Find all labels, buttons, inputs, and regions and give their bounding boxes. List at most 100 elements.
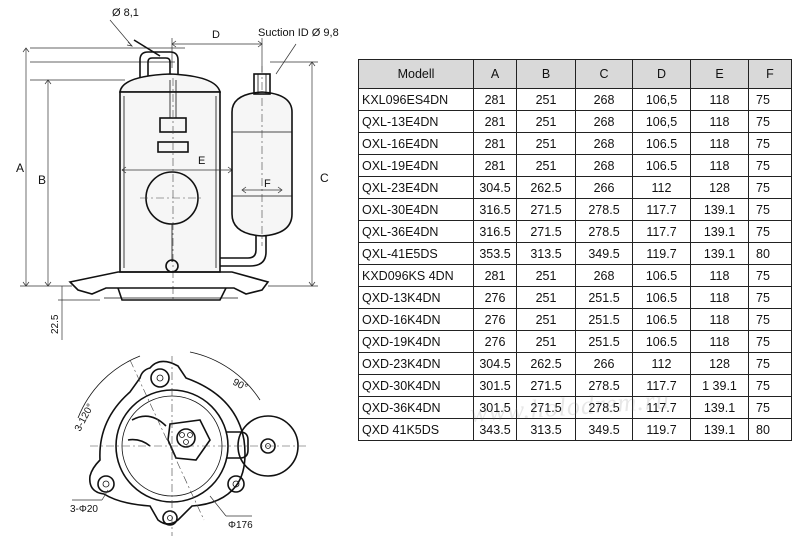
dimension-d-label: D	[212, 29, 220, 41]
cell-value: 251	[516, 154, 576, 177]
cell-value: 278.5	[575, 374, 633, 397]
cell-value: 75	[748, 198, 792, 221]
cell-value: 313.5	[516, 242, 576, 265]
cell-value: 251	[516, 110, 576, 133]
cell-value: 106.5	[632, 264, 691, 287]
cell-model: QXL-41E5DS	[358, 242, 474, 265]
cell-value: 118	[690, 286, 749, 309]
cell-value: 266	[575, 352, 633, 375]
cell-value: 139.1	[690, 396, 749, 419]
body-diameter-label: Φ176	[228, 520, 253, 531]
cell-model: KXL096ES4DN	[358, 88, 474, 111]
cell-value: 271.5	[516, 396, 576, 419]
cell-value: 139.1	[690, 198, 749, 221]
header-model: Modell	[358, 59, 474, 89]
cell-value: 118	[690, 88, 749, 111]
cell-value: 119.7	[632, 242, 691, 265]
cell-value: 281	[473, 132, 517, 155]
cell-value: 349.5	[575, 242, 633, 265]
cell-model: OXL-16E4DN	[358, 132, 474, 155]
cell-value: 139.1	[690, 418, 749, 441]
holes-diameter-label: 3-Φ20	[70, 504, 98, 515]
cell-model: QXD 41K5DS	[358, 418, 474, 441]
cell-value: 119.7	[632, 418, 691, 441]
cell-value: 80	[748, 242, 792, 265]
cell-model: QXL-23E4DN	[358, 176, 474, 199]
cell-value: 268	[575, 264, 633, 287]
cell-value: 266	[575, 176, 633, 199]
dimension-225-label: 22.5	[50, 314, 61, 334]
cell-model: QXD-36K4DN	[358, 396, 474, 419]
dimension-f-label: F	[264, 178, 271, 190]
cell-value: 75	[748, 110, 792, 133]
cell-model: QXL-36E4DN	[358, 220, 474, 243]
cell-value: 106.5	[632, 308, 691, 331]
cell-value: 278.5	[575, 396, 633, 419]
cell-value: 316.5	[473, 198, 517, 221]
dimension-b-label: B	[38, 173, 46, 187]
cell-value: 251	[516, 330, 576, 353]
cell-value: 1 39.1	[690, 374, 749, 397]
cell-value: 316.5	[473, 220, 517, 243]
header-col-d: D	[632, 59, 691, 89]
cell-value: 106.5	[632, 154, 691, 177]
cell-value: 75	[748, 220, 792, 243]
cell-value: 75	[748, 352, 792, 375]
cell-value: 118	[690, 308, 749, 331]
cell-value: 353.5	[473, 242, 517, 265]
cell-value: 112	[632, 176, 691, 199]
cell-value: 75	[748, 374, 792, 397]
cell-value: 276	[473, 330, 517, 353]
cell-value: 251.5	[575, 330, 633, 353]
cell-value: 313.5	[516, 418, 576, 441]
cell-value: 75	[748, 154, 792, 177]
cell-value: 281	[473, 110, 517, 133]
header-col-b: B	[516, 59, 576, 89]
header-col-c: C	[575, 59, 633, 89]
cell-value: 268	[575, 132, 633, 155]
cell-value: 251	[516, 132, 576, 155]
cell-value: 251	[516, 88, 576, 111]
suction-diameter-label: Suction ID Ø 9,8	[258, 27, 339, 39]
cell-value: 281	[473, 264, 517, 287]
cell-value: 75	[748, 176, 792, 199]
cell-value: 304.5	[473, 352, 517, 375]
cell-value: 139.1	[690, 242, 749, 265]
cell-value: 301.5	[473, 396, 517, 419]
cell-value: 343.5	[473, 418, 517, 441]
cell-value: 349.5	[575, 418, 633, 441]
cell-value: 139.1	[690, 220, 749, 243]
cell-value: 75	[748, 308, 792, 331]
cell-value: 117.7	[632, 220, 691, 243]
dimension-e-label: E	[198, 155, 205, 167]
cell-value: 106.5	[632, 330, 691, 353]
cell-value: 118	[690, 132, 749, 155]
cell-value: 118	[690, 264, 749, 287]
cell-value: 268	[575, 154, 633, 177]
cell-model: QXL-13E4DN	[358, 110, 474, 133]
cell-value: 128	[690, 352, 749, 375]
compressor-drawing: Ø 8,1 Suction ID Ø 9,8 D E	[16, 7, 339, 536]
cell-value: 251.5	[575, 308, 633, 331]
angle-90-label: 90°	[231, 377, 250, 394]
dimension-c-label: C	[320, 171, 329, 185]
cell-value: 276	[473, 286, 517, 309]
cell-value: 106,5	[632, 88, 691, 111]
cell-value: 112	[632, 352, 691, 375]
cell-value: 262.5	[516, 352, 576, 375]
cell-value: 106,5	[632, 110, 691, 133]
cell-value: 75	[748, 88, 792, 111]
cell-value: 281	[473, 154, 517, 177]
